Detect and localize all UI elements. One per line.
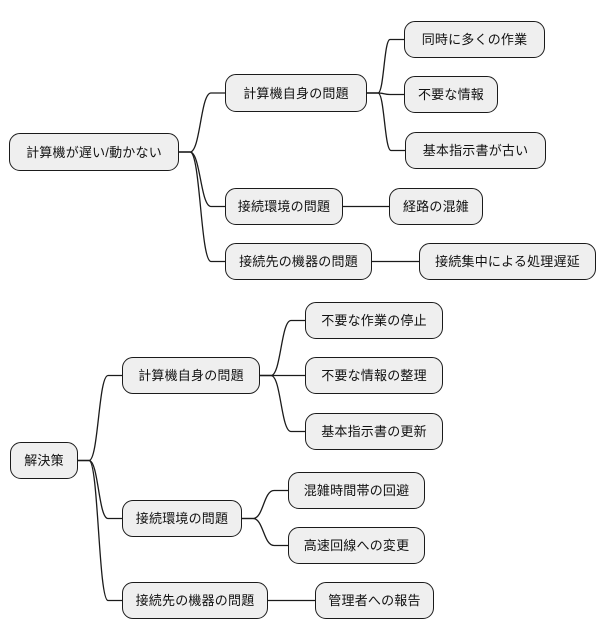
edge-root-to-branch: [179, 151, 225, 263]
node-label: 計算機自身の問題: [243, 85, 349, 101]
edge-root-to-branch: [78, 459, 122, 520]
node-label: 高速回線への変更: [303, 538, 410, 553]
node-label: 経路の混雑: [402, 199, 469, 214]
edge-branch-to-leaf: [242, 489, 288, 520]
edge-branch-to-leaf: [367, 92, 405, 152]
mindmap-node-branch[interactable]: 接続先の機器の問題: [122, 582, 268, 619]
mindmap-node-root[interactable]: 解決策: [10, 442, 78, 479]
mindmap-node-branch[interactable]: 接続環境の問題: [225, 188, 343, 225]
node-label: 接続環境の問題: [135, 511, 229, 526]
node-label: 管理者への報告: [328, 593, 421, 608]
node-label: 接続環境の問題: [237, 199, 331, 214]
edge-branch-to-leaf: [242, 517, 288, 547]
node-label: 接続先の機器の問題: [135, 593, 255, 608]
node-label: 不要な作業の停止: [321, 313, 427, 328]
mindmap-node-leaf[interactable]: 高速回線への変更: [288, 527, 425, 564]
edge-root-to-branch: [78, 459, 122, 602]
node-label: 接続先の機器の問題: [239, 254, 358, 269]
node-label: 接続集中による処理遅延: [435, 254, 580, 269]
edge-root-to-branch: [179, 151, 225, 208]
mindmap-node-leaf[interactable]: 管理者への報告: [315, 582, 434, 619]
edge-branch-to-leaf: [367, 38, 404, 94]
node-label: 不要な情報の整理: [321, 368, 427, 383]
mindmap-node-branch[interactable]: 計算機自身の問題: [122, 357, 260, 394]
mindmap-node-leaf[interactable]: 経路の混雑: [389, 188, 483, 225]
node-label: 計算機自身の問題: [138, 368, 244, 383]
mindmap-node-leaf[interactable]: 不要な情報の整理: [305, 357, 443, 394]
mindmap-node-leaf[interactable]: 接続集中による処理遅延: [419, 243, 596, 280]
mindmap-node-branch[interactable]: 計算機自身の問題: [225, 74, 367, 112]
node-label: 計算機が遅い/動かない: [26, 144, 162, 160]
node-label: 混雑時間帯の回避: [303, 483, 410, 498]
edge-root-to-branch: [78, 374, 122, 462]
edge-branch-to-leaf: [260, 374, 305, 433]
node-label: 基本指示書が古い: [422, 143, 529, 158]
mindmap-node-leaf[interactable]: 基本指示書の更新: [305, 413, 443, 450]
mindmap-node-branch[interactable]: 接続先の機器の問題: [225, 243, 372, 280]
node-label: 基本指示書の更新: [321, 424, 427, 439]
mindmap-node-leaf[interactable]: 不要な情報: [404, 76, 498, 113]
mindmap-node-leaf[interactable]: 同時に多くの作業: [404, 21, 545, 58]
node-label: 解決策: [24, 453, 64, 468]
edge-branch-to-leaf: [260, 319, 305, 377]
edge-branch-to-leaf: [367, 92, 404, 96]
node-label: 同時に多くの作業: [421, 32, 528, 47]
node-label: 不要な情報: [417, 87, 484, 102]
mindmap-node-leaf[interactable]: 混雑時間帯の回避: [288, 472, 425, 509]
mindmap-node-root[interactable]: 計算機が遅い/動かない: [9, 133, 179, 171]
edge-root-to-branch: [179, 92, 225, 153]
mindmap-node-branch[interactable]: 接続環境の問題: [122, 500, 242, 537]
mindmap-node-leaf[interactable]: 不要な作業の停止: [305, 302, 443, 339]
mindmap-node-leaf[interactable]: 基本指示書が古い: [405, 132, 546, 169]
